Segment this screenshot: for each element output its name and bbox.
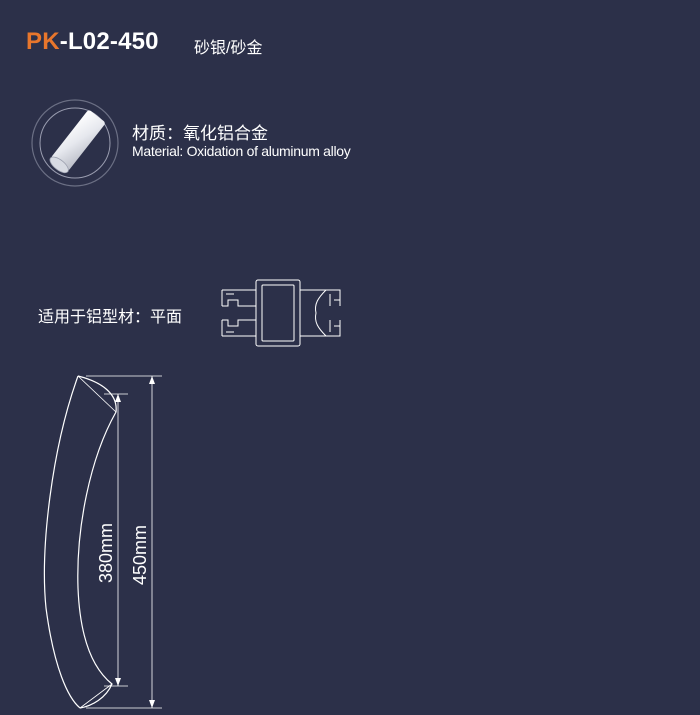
aluminum-rod-icon bbox=[31, 99, 119, 187]
applicable-profile-label: 适用于铝型材：平面 bbox=[38, 309, 183, 326]
aluminum-profile-section-icon bbox=[221, 279, 341, 347]
material-label-cn: 材质：氧化铝合金 bbox=[132, 124, 268, 143]
model-prefix: PK bbox=[26, 28, 60, 55]
model-code: -L02-450 bbox=[59, 28, 159, 55]
material-label-en: Material: Oxidation of aluminum alloy bbox=[132, 143, 351, 159]
product-model-title: PK-L02-450 bbox=[26, 28, 159, 56]
total-length-label: 450mm bbox=[130, 524, 150, 585]
handle-dimension-drawing bbox=[43, 375, 162, 709]
hole-distance-label: 380mm bbox=[96, 522, 116, 583]
finish-options: 砂银/砂金 bbox=[194, 40, 263, 57]
